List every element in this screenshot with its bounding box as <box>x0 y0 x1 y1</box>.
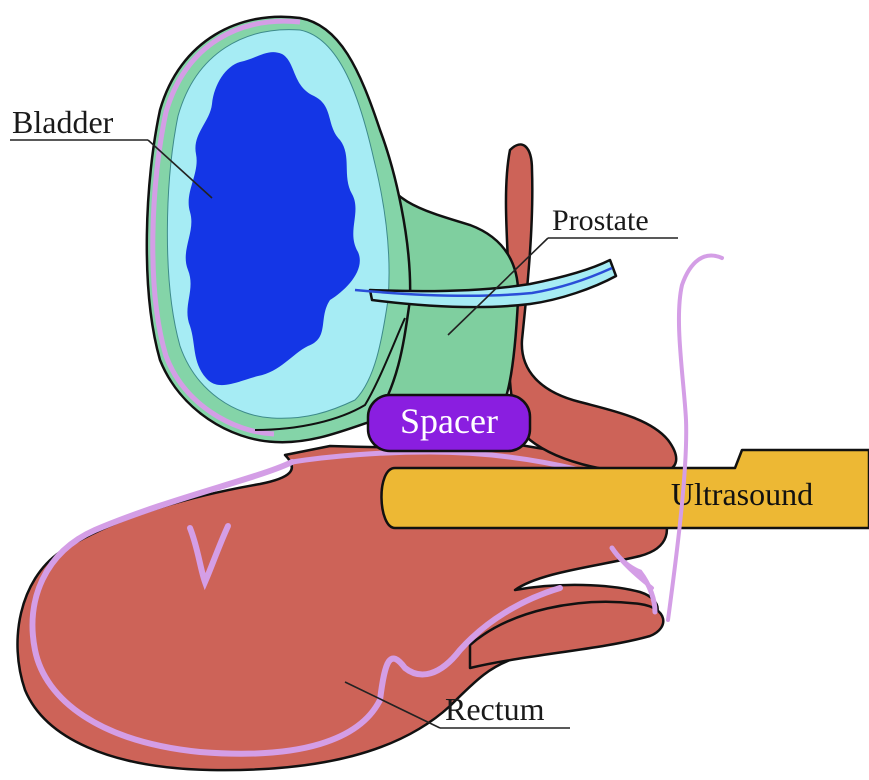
bladder-label: Bladder <box>12 104 114 140</box>
rectum-label: Rectum <box>445 691 545 727</box>
pelvic-muscle-band <box>506 144 676 472</box>
spacer: Spacer <box>368 395 530 451</box>
vas-deferens-fill <box>668 256 722 620</box>
bladder <box>147 17 410 442</box>
ultrasound-label: Ultrasound <box>671 476 813 512</box>
pelvic-muscle <box>506 144 676 472</box>
prostate-label: Prostate <box>552 204 649 237</box>
spacer-label: Spacer <box>400 401 498 441</box>
